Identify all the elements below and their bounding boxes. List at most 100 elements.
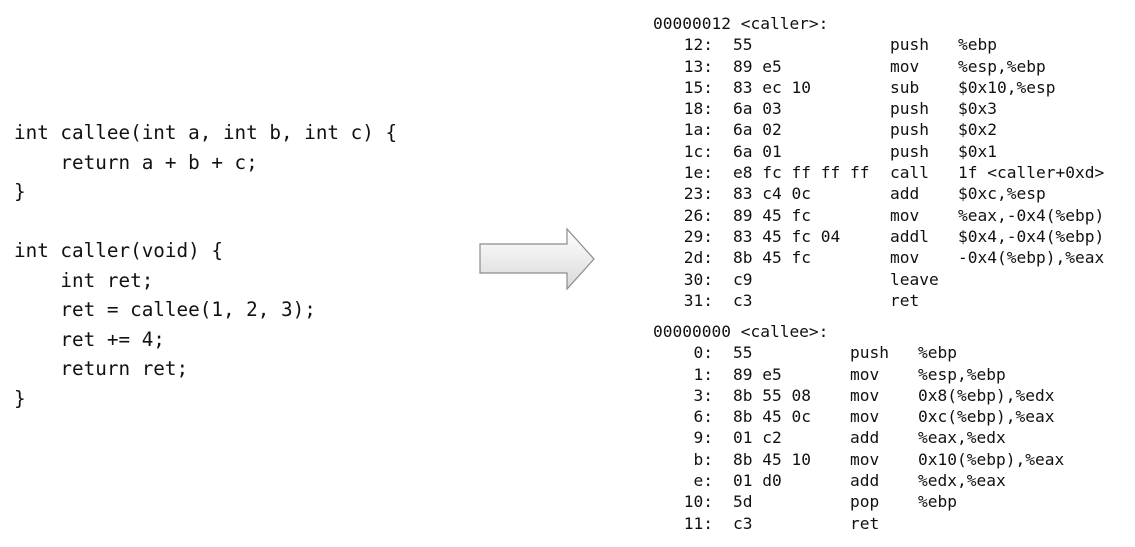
operands: 0x10(%ebp),%eax [918,449,1065,469]
operands: %ebp [918,492,957,512]
instruction-row: 0: 55 push %ebp [653,342,957,363]
opcode-bytes: 8b 45 0c [733,407,811,427]
address: 12: [683,35,713,55]
source-line: } [14,180,26,203]
mnemonic: add [850,428,880,448]
operands: %esp,%ebp [918,364,1006,384]
instruction-row: 1e: e8 fc ff ff ff call 1f <caller+0xd> [653,162,1104,183]
address: 1: [693,364,714,384]
opcode-bytes: 89 e5 [733,364,782,384]
address: 10: [683,492,713,512]
source-line [14,207,397,237]
address: 29: [683,226,713,246]
instruction-row: 29: 83 45 fc 04 addl $0x4,-0x4(%ebp) [653,226,1104,247]
opcode-bytes: 89 e5 [733,56,782,76]
mnemonic: sub [890,77,920,97]
mnemonic: add [850,471,880,491]
operands: $0x4,-0x4(%ebp) [958,226,1105,246]
instruction-row: 3: 8b 55 08 mov 0x8(%ebp),%edx [653,385,1055,406]
operands: 1f <caller+0xd> [958,163,1105,183]
opcode-bytes: c3 [733,290,753,310]
operands: %ebp [918,343,957,363]
callee-header: 00000000 <callee>: [653,322,829,341]
instruction-row: 23: 83 c4 0c add $0xc,%esp [653,183,1046,204]
address: 1e: [683,163,713,183]
opcode-bytes: 8b 55 08 [733,385,811,405]
source-line: return a + b + c; [14,150,258,174]
address: 6: [693,407,714,427]
address: 0: [693,343,714,363]
opcode-bytes: 55 [733,343,753,363]
opcode-bytes: 8b 45 fc [733,248,811,268]
source-line: ret = callee(1, 2, 3); [14,298,316,321]
operands: %edx,%eax [918,471,1006,491]
source-line: } [14,386,26,410]
mnemonic: push [890,141,929,161]
address: 3: [693,385,714,405]
callee-disassembly: 00000000 <callee>: 0: 55 push %ebp 1: 89 e5 mov… [653,321,1065,534]
opcode-bytes: 83 45 fc 04 [733,226,841,246]
mnemonic: push [850,343,889,363]
operands: $0x1 [958,141,997,161]
mnemonic: addl [890,226,929,246]
opcode-bytes: 5d [733,492,753,512]
opcode-bytes: c9 [733,269,753,289]
operands: 0x8(%ebp),%edx [918,385,1055,405]
mnemonic: push [890,35,929,55]
operands: %eax,%edx [918,428,1006,448]
address: 1c: [683,141,713,161]
mnemonic: call [890,163,929,183]
opcode-bytes: 8b 45 10 [733,449,811,469]
operands: $0x3 [958,99,997,119]
opcode-bytes: e8 fc ff ff ff [733,163,870,183]
address: 30: [683,269,713,289]
mnemonic: add [890,184,920,204]
c-source-code: int callee(int a, int b, int c) { return… [14,118,397,413]
address: 23: [683,184,713,204]
address: 11: [683,513,713,533]
mnemonic: pop [850,492,880,512]
address: 18: [683,99,713,119]
address: e: [693,471,714,491]
address: b: [693,449,714,469]
operands: %ebp [958,35,997,55]
opcode-bytes: c3 [733,513,753,533]
operands: %esp,%ebp [958,56,1046,76]
mnemonic: ret [890,290,920,310]
opcode-bytes: 6a 03 [733,99,782,119]
address: 9: [693,428,714,448]
operands: %eax,-0x4(%ebp) [958,205,1105,225]
mnemonic: mov [890,205,920,225]
instruction-row: e: 01 d0 add %edx,%eax [653,470,1006,491]
operands: 0xc(%ebp),%eax [918,407,1055,427]
caller-header: 00000012 <caller>: [653,14,829,33]
source-line: int callee(int a, int b, int c) { [14,121,398,144]
operands: $0xc,%esp [958,184,1046,204]
mnemonic: mov [850,385,880,405]
address: 31: [683,290,713,310]
opcode-bytes: 55 [733,35,753,55]
operands: $0x10,%esp [958,77,1056,97]
opcode-bytes: 6a 02 [733,120,782,140]
instruction-row: 11: c3 ret [653,513,880,534]
instruction-row: 10: 5d pop %ebp [653,491,957,512]
address: 1a: [683,120,713,140]
address: 15: [683,77,713,97]
opcode-bytes: 83 c4 0c [733,184,811,204]
mnemonic: push [890,99,929,119]
mnemonic: ret [850,513,880,533]
opcode-bytes: 01 d0 [733,471,782,491]
source-line: ret += 4; [14,327,165,351]
address: 26: [683,205,713,225]
mnemonic: push [890,120,929,140]
